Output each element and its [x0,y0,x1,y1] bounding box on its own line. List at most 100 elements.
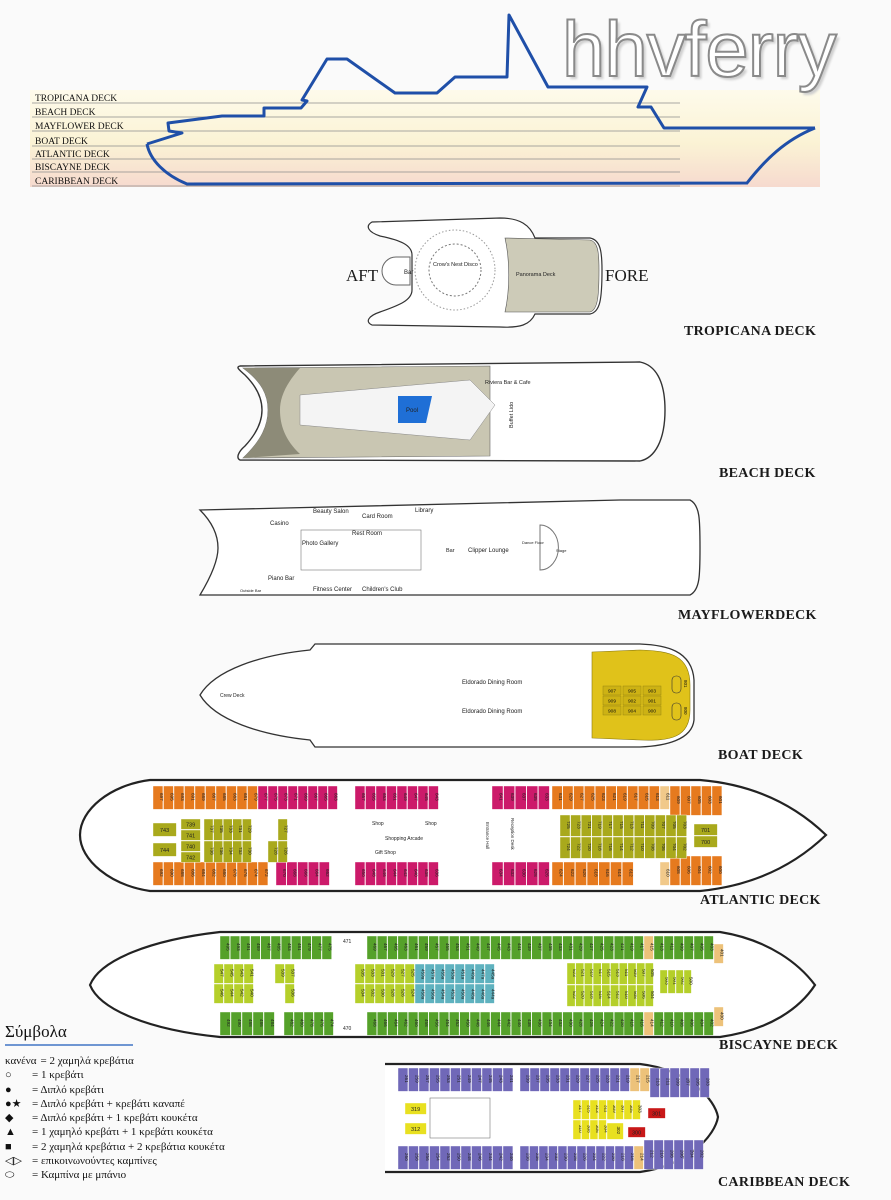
cabin-640[interactable]: 640 [407,861,419,886]
cabin-489[interactable]: 489 [250,935,262,960]
cabin-233[interactable]: 233 [549,1067,561,1092]
cabin-226[interactable]: 226 [576,1145,587,1170]
cabin-219[interactable]: 219 [619,1067,631,1092]
cabin-259[interactable]: 259 [408,1067,420,1092]
cabin-695[interactable]: 695 [163,785,175,810]
cabin-649[interactable]: 649 [396,785,408,810]
cabin-421[interactable]: 421 [614,935,625,960]
cabin-415[interactable]: 415 [643,935,655,960]
cabin-304[interactable]: 304 [598,1119,609,1140]
cabin-407[interactable]: 407 [683,935,695,960]
cabin-521[interactable]: 521 [575,962,586,985]
cabin-206[interactable]: 206 [673,1139,685,1170]
cabin-309[interactable]: 309 [606,1099,617,1120]
cabin-401[interactable]: 401 [713,943,725,964]
cabin-629[interactable]: 629 [562,785,574,810]
cabin-638[interactable]: 638 [417,861,429,886]
cabin-709[interactable]: 709 [644,814,656,837]
cabin-422[interactable]: 422 [603,1011,615,1036]
cabin-731[interactable]: 731 [232,818,243,841]
cabin-487[interactable]: 487 [260,935,272,960]
cabin-456[interactable]: 456 [428,1011,440,1036]
cabin-632[interactable]: 632 [503,861,515,886]
cabin-706[interactable]: 706 [655,836,666,859]
cabin-726[interactable]: 726 [277,840,289,863]
cabin-665[interactable]: 665 [317,785,329,810]
cabin-453a[interactable]: 453a [444,963,456,984]
cabin-907[interactable]: 907 [602,685,622,696]
cabin-313[interactable]: 313 [589,1099,600,1120]
cabin-307[interactable]: 307 [615,1099,626,1120]
cabin-613[interactable]: 613 [649,785,660,810]
cabin-506[interactable]: 506 [636,984,647,1007]
cabin-504[interactable]: 504 [645,984,655,1007]
cabin-635[interactable]: 635 [526,785,538,810]
cabin-678[interactable]: 678 [226,861,238,886]
cabin-672[interactable]: 672 [257,861,269,886]
cabin-436[interactable]: 436 [531,1011,543,1036]
cabin-500[interactable]: 500 [683,969,694,994]
cabin-700[interactable]: 700 [693,835,718,848]
cabin-484[interactable]: 484 [263,1011,275,1036]
cabin-628[interactable]: 628 [526,861,538,886]
cabin-600[interactable]: 600 [711,855,723,886]
cabin-205[interactable]: 205 [689,1067,701,1098]
cabin-225[interactable]: 225 [589,1067,601,1092]
cabin-522[interactable]: 522 [566,984,577,1007]
cabin-624[interactable]: 624 [551,861,563,886]
cabin-216[interactable]: 216 [624,1145,635,1170]
cabin-213[interactable]: 213 [649,1067,661,1098]
cabin-458a[interactable]: 458a [414,983,426,1004]
cabin-463[interactable]: 463 [397,935,409,960]
cabin-901[interactable]: 901 [642,695,662,706]
cabin-664[interactable]: 664 [308,861,319,886]
cabin-524[interactable]: 524 [404,983,416,1004]
cabin-308[interactable]: 308 [581,1119,592,1140]
cabin-622[interactable]: 622 [563,861,575,886]
cabin-202[interactable]: 202 [693,1139,705,1170]
cabin-232[interactable]: 232 [548,1145,559,1170]
cabin-689[interactable]: 689 [194,785,206,810]
cabin-729[interactable]: 729 [242,818,253,841]
cabin-647[interactable]: 647 [407,785,419,810]
cabin-419[interactable]: 419 [623,935,635,960]
cabin-542[interactable]: 542 [233,983,245,1004]
cabin-430[interactable]: 430 [562,1011,574,1036]
cabin-671[interactable]: 671 [287,785,299,810]
cabin-684[interactable]: 684 [194,861,206,886]
cabin-459[interactable]: 459 [418,935,430,960]
cabin-245[interactable]: 245 [481,1067,493,1092]
cabin-432[interactable]: 432 [552,1011,563,1036]
cabin-537[interactable]: 537 [284,963,296,984]
cabin-235[interactable]: 235 [539,1067,551,1092]
cabin-620[interactable]: 620 [575,861,587,886]
cabin-444a[interactable]: 444a [484,983,496,1004]
cabin-456a[interactable]: 456a [424,983,436,1004]
cabin-683[interactable]: 683 [226,785,238,810]
cabin-509[interactable]: 509 [627,962,638,985]
cabin-223[interactable]: 223 [599,1067,611,1092]
cabin-414[interactable]: 414 [643,1011,655,1036]
cabin-208[interactable]: 208 [663,1139,675,1170]
cabin-460[interactable]: 460 [408,1011,419,1036]
cabin-244[interactable]: 244 [481,1145,493,1170]
cabin-723[interactable]: 723 [570,814,582,837]
cabin-663[interactable]: 663 [327,785,339,810]
cabin-730[interactable]: 730 [242,840,253,863]
cabin-478[interactable]: 478 [303,1011,315,1036]
cabin-533[interactable]: 533 [364,963,376,984]
cabin-623[interactable]: 623 [595,785,606,810]
cabin-631[interactable]: 631 [551,785,563,810]
cabin-211[interactable]: 211 [659,1067,671,1098]
cabin-800[interactable]: 800 [671,702,688,721]
cabin-688[interactable]: 688 [173,861,185,886]
cabin-662[interactable]: 662 [319,861,330,886]
cabin-220[interactable]: 220 [605,1145,616,1170]
cabin-437[interactable]: 437 [531,935,543,960]
cabin-531[interactable]: 531 [374,963,386,984]
cabin-444[interactable]: 444 [490,1011,502,1036]
cabin-719[interactable]: 719 [591,814,603,837]
cabin-418[interactable]: 418 [623,1011,635,1036]
cabin-228[interactable]: 228 [567,1145,578,1170]
cabin-453[interactable]: 453 [449,935,460,960]
